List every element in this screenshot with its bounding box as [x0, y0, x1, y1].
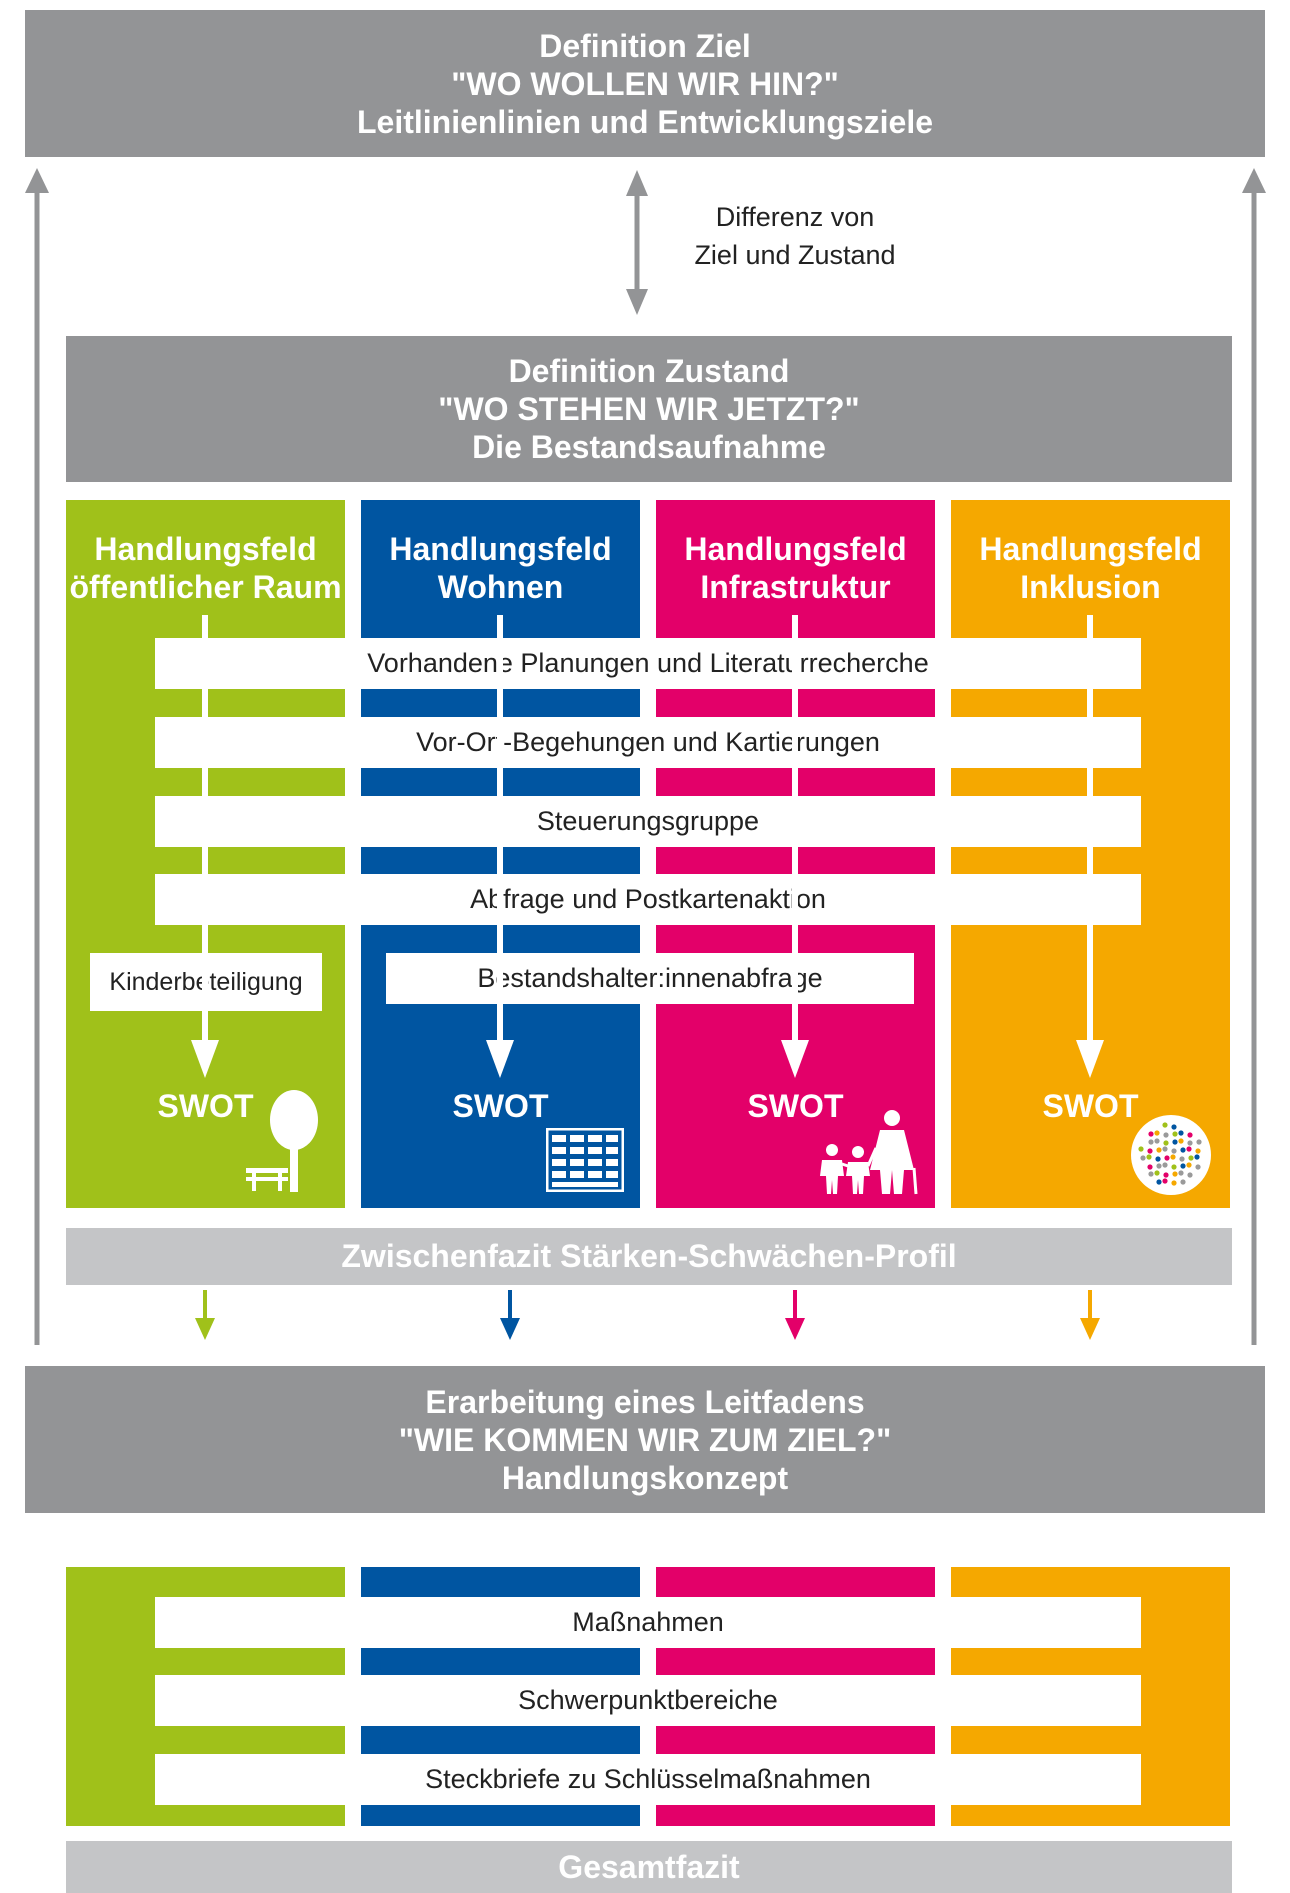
field-title-public-space: Handlungsfeld öffentlicher Raum — [66, 530, 345, 606]
swot-label: SWOT — [452, 1088, 549, 1124]
field-title-line-1: Handlungsfeld — [684, 531, 907, 567]
state-question: "WO STEHEN WIR JETZT?" — [438, 391, 860, 427]
overall-summary: Gesamtfazit — [66, 1841, 1232, 1893]
difference-line-2: Ziel und Zustand — [694, 240, 896, 270]
field-title-line-1: Handlungsfeld — [979, 531, 1202, 567]
field-title-line-2: Infrastruktur — [700, 569, 891, 605]
swot-label: SWOT — [747, 1088, 844, 1124]
goal-title: Definition Ziel — [539, 27, 751, 64]
field-title-line-2: Inklusion — [1020, 569, 1161, 605]
guideline-question: "WIE KOMMEN WIR ZUM ZIEL?" — [398, 1421, 892, 1458]
blue-down-arrow — [500, 1290, 520, 1340]
goal-subtitle: Leitlinienlinien und Entwicklungsziele — [356, 103, 934, 140]
concept-step-2: Schwerpunktbereiche — [155, 1675, 1141, 1726]
field-title-line-1: Handlungsfeld — [389, 531, 612, 567]
swot-label: SWOT — [157, 1088, 254, 1124]
orange-down-arrow — [1080, 1290, 1100, 1340]
field-title-line-2: öffentlicher Raum — [69, 569, 342, 605]
difference-label: Differenz von Ziel und Zustand — [670, 198, 920, 274]
column-flow-lines — [202, 615, 1093, 1045]
green-down-arrow — [195, 1290, 215, 1340]
guideline-subtitle: Handlungskonzept — [501, 1459, 789, 1496]
guideline-header: Erarbeitung eines Leitfadens "WIE KOMMEN… — [25, 1366, 1265, 1513]
goal-header: Definition Ziel "WO WOLLEN WIR HIN?" Lei… — [25, 10, 1265, 157]
field-title-infrastructure: Handlungsfeld Infrastruktur — [656, 530, 935, 606]
goal-question: "WO WOLLEN WIR HIN?" — [451, 65, 839, 102]
building-icon — [546, 1128, 624, 1192]
left-feedback-arrow — [25, 168, 49, 1345]
right-feedback-arrow — [1242, 168, 1266, 1345]
field-title-inclusion: Handlungsfeld Inklusion — [951, 530, 1230, 606]
field-title-housing: Handlungsfeld Wohnen — [361, 530, 640, 606]
guideline-title: Erarbeitung eines Leitfadens — [425, 1383, 865, 1420]
tree-bench-icon — [246, 1090, 318, 1192]
column-flow-arrowheads — [191, 1040, 1104, 1078]
field-title-line-1: Handlungsfeld — [94, 531, 317, 567]
concept-step-1: Maßnahmen — [155, 1597, 1141, 1648]
difference-double-arrow — [626, 170, 648, 315]
difference-line-1: Differenz von — [715, 202, 875, 232]
analysis-step-4: Abfrage und Postkartenaktion — [155, 874, 1141, 925]
interim-summary: Zwischenfazit Stärken-Schwächen-Profil — [66, 1228, 1232, 1285]
magenta-down-arrow — [785, 1290, 805, 1340]
state-title: Definition Zustand — [508, 353, 790, 389]
state-subtitle: Die Bestandsaufnahme — [472, 429, 826, 465]
analysis-step-3: Steuerungsgruppe — [155, 796, 1141, 847]
family-icon — [820, 1110, 918, 1195]
diversity-dots-icon — [1131, 1115, 1211, 1195]
concept-step-3: Steckbriefe zu Schlüsselmaßnahmen — [155, 1754, 1141, 1805]
owners-survey-step: Bestandshalter:innenabfrage — [386, 953, 914, 1004]
analysis-step-1: Vorhandene Planungen und Literaturrecher… — [155, 638, 1141, 689]
field-title-line-2: Wohnen — [437, 569, 564, 605]
state-header: Definition Zustand "WO STEHEN WIR JETZT?… — [66, 336, 1232, 482]
analysis-step-2: Vor-Ort-Begehungen und Kartierungen — [155, 717, 1141, 768]
swot-label: SWOT — [1042, 1088, 1139, 1124]
